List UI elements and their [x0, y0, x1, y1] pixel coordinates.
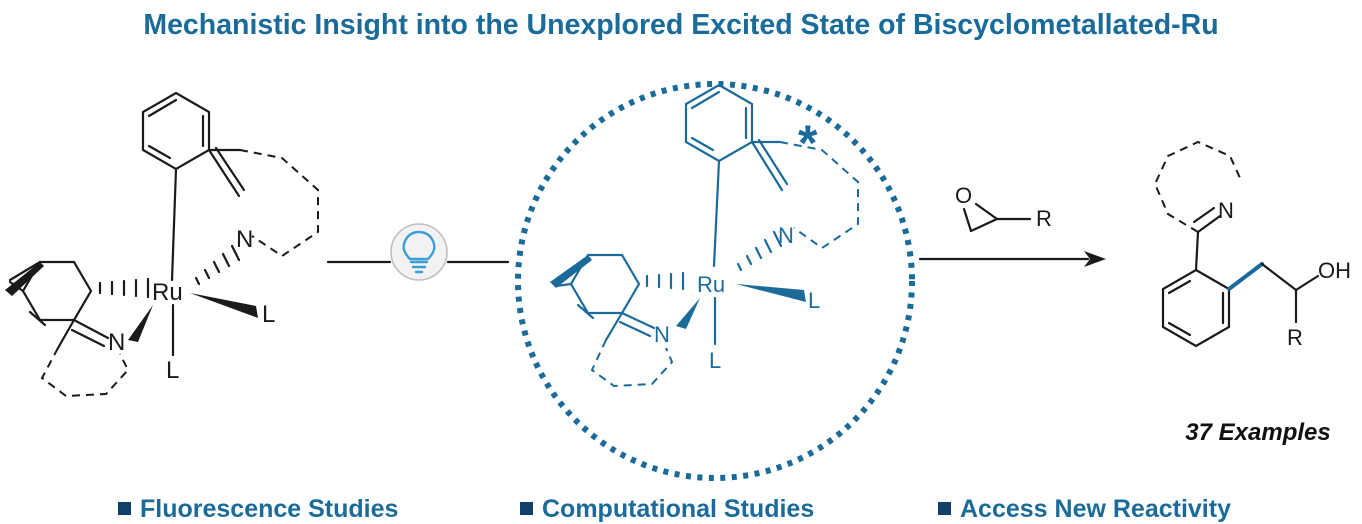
- examples-count: 37 Examples: [1185, 419, 1330, 446]
- left-l-right-label: L: [262, 301, 275, 328]
- product-n-label: N: [1218, 198, 1234, 223]
- left-bottom-n-label: N: [108, 329, 125, 356]
- left-top-phenyl-ring: [141, 91, 211, 171]
- epoxide-r-label: R: [1036, 206, 1052, 231]
- left-top-dashed-ring: [239, 149, 319, 258]
- bullet-item-computational: Computational Studies: [542, 495, 814, 523]
- page-title: Mechanistic Insight into the Unexplored …: [143, 9, 1218, 41]
- excited-top-n-label: N: [778, 223, 794, 248]
- square-bullet-icon: [938, 502, 951, 515]
- excited-complex: N * Ru N L L: [550, 83, 859, 388]
- product-r-label: R: [1287, 325, 1303, 350]
- reaction-arrow: [918, 251, 1106, 267]
- square-bullet-icon: [520, 502, 533, 515]
- square-bullet-icon: [118, 502, 131, 515]
- left-hashed-bond-phenyl: [98, 277, 150, 299]
- product-oh-label: OH: [1318, 258, 1351, 283]
- excited-bottom-dashed-ring: [590, 339, 674, 388]
- excited-top-dashed-ring: [779, 141, 859, 250]
- excited-ru-label: Ru: [697, 272, 725, 297]
- excited-hashed-bond-top-n: [736, 230, 783, 272]
- left-bottom-dashed-ring: [40, 347, 130, 398]
- left-ru-label: Ru: [152, 279, 183, 306]
- left-hashed-bond-top-n: [194, 244, 241, 286]
- excited-top-phenyl-ring: [684, 83, 754, 163]
- lightbulb-icon: [390, 223, 448, 281]
- excited-l-right-label: L: [808, 288, 820, 313]
- product-dashed-ring: [1153, 140, 1241, 233]
- left-complex: N Ru N L L: [5, 91, 319, 398]
- product-new-cc-bond: [1227, 262, 1264, 291]
- bullet-list: Fluorescence Studies Computational Studi…: [118, 495, 1231, 523]
- excited-l-bottom-label: L: [709, 348, 721, 373]
- product-molecule: N OH R: [1153, 140, 1351, 350]
- excited-bottom-n-label: N: [654, 322, 670, 347]
- excited-state-star: *: [798, 115, 818, 171]
- excited-hashed-bond-phenyl: [645, 271, 685, 291]
- epoxide-o-label: O: [955, 183, 972, 208]
- epoxide-reagent: O R: [955, 183, 1052, 233]
- bullet-item-reactivity: Access New Reactivity: [960, 495, 1231, 523]
- product-phenyl-ring: [1161, 268, 1231, 348]
- left-top-n-label: N: [236, 226, 253, 253]
- left-l-bottom-label: L: [166, 357, 179, 384]
- bullet-item-fluorescence: Fluorescence Studies: [140, 495, 398, 523]
- excited-state-dotted-circle: [515, 81, 915, 481]
